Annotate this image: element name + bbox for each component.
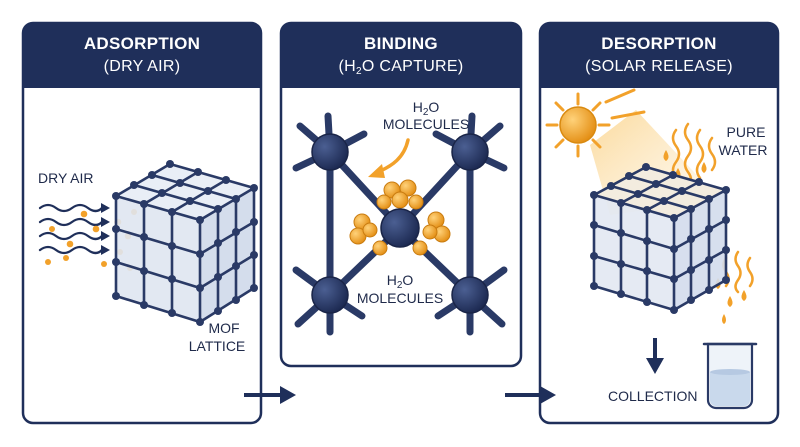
dry-air-label: DRY AIR	[38, 170, 94, 186]
wind-lines-icon	[38, 203, 104, 255]
h2o-label-top: H2O	[412, 99, 440, 118]
mof-label-line2: LATTICE	[188, 338, 246, 354]
metal-node-center-icon	[380, 208, 420, 248]
mof-lattice-cube-heated	[590, 163, 730, 314]
panel-binding-title: BINDING	[364, 34, 438, 53]
panel-desorption-subtitle: (SOLAR RELEASE)	[585, 58, 733, 75]
curved-arrow-icon	[368, 138, 410, 178]
h2o-molecule-cluster-icon	[349, 179, 451, 256]
mof-lattice-cube	[112, 160, 258, 326]
molecules-label-bottom: MOLECULES	[356, 290, 444, 306]
h2o-label-bottom: H2O	[386, 272, 414, 291]
metal-node-icon	[311, 133, 489, 314]
water-label: WATER	[718, 142, 768, 158]
pure-label: PURE	[726, 124, 766, 140]
panel-desorption-title: DESORPTION	[601, 34, 717, 53]
panel-binding-subtitle: (H2O CAPTURE)	[338, 58, 464, 77]
sun-icon	[545, 88, 646, 158]
arrow-right-icon	[244, 386, 296, 404]
molecules-label-top: MOLECULES	[382, 116, 470, 132]
beaker-icon	[702, 342, 758, 410]
arrow-right-icon	[505, 386, 556, 404]
collection-label: COLLECTION	[608, 388, 698, 404]
panel-adsorption-title: ADSORPTION	[83, 34, 201, 53]
panel-adsorption-subtitle: (DRY AIR)	[103, 58, 181, 75]
wind-arrowheads-icon	[101, 203, 110, 255]
steam-wisps-icon	[671, 122, 754, 294]
mof-label-line1: MOF	[208, 320, 240, 336]
arrow-down-icon	[646, 338, 664, 374]
